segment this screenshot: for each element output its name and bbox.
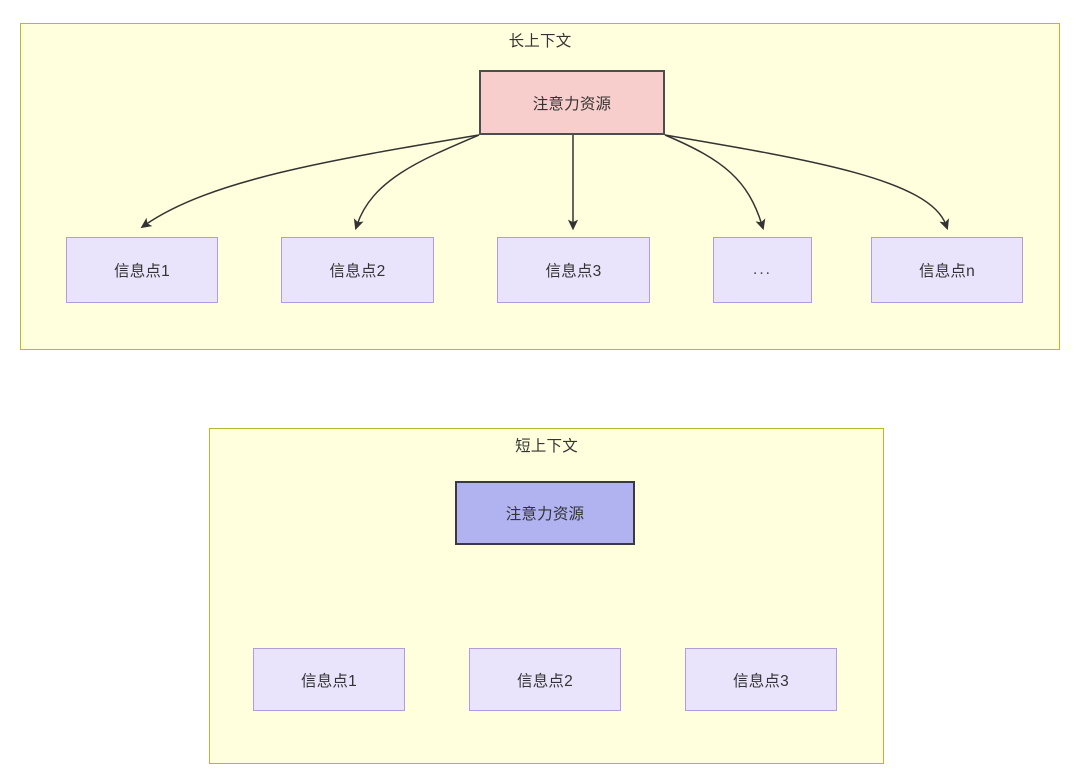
node-long-info-2[interactable]: 信息点2 [281,237,434,303]
node-long-info-3-label: 信息点3 [545,263,602,280]
node-long-info-3[interactable]: 信息点3 [497,237,650,303]
node-short-info-2[interactable]: 信息点2 [469,648,621,711]
node-long-info-n[interactable]: 信息点n [871,237,1023,303]
node-long-info-2-label: 信息点2 [329,263,386,280]
node-long-info-n-label: 信息点n [919,263,975,280]
node-long-attention-resource-label: 注意力资源 [532,95,612,113]
node-short-info-2-label: 信息点2 [517,672,573,690]
group-short-context-title: 短上下文 [515,438,578,455]
node-short-attention-resource-label: 注意力资源 [505,506,585,523]
node-short-info-3[interactable]: 信息点3 [685,648,837,711]
node-long-attention-resource[interactable]: 注意力资源 [479,70,665,135]
node-short-info-1-label: 信息点1 [301,672,357,690]
node-long-info-ellipsis-label: ... [753,261,772,278]
node-long-info-1[interactable]: 信息点1 [66,237,218,303]
group-short-context: 短上下文 [209,428,884,764]
node-long-info-ellipsis[interactable]: ... [713,237,812,303]
node-short-attention-resource[interactable]: 注意力资源 [455,481,635,545]
group-long-context-title: 长上下文 [508,33,572,50]
node-short-info-3-label: 信息点3 [733,672,789,690]
node-short-info-1[interactable]: 信息点1 [253,648,405,711]
node-long-info-1-label: 信息点1 [114,263,170,280]
